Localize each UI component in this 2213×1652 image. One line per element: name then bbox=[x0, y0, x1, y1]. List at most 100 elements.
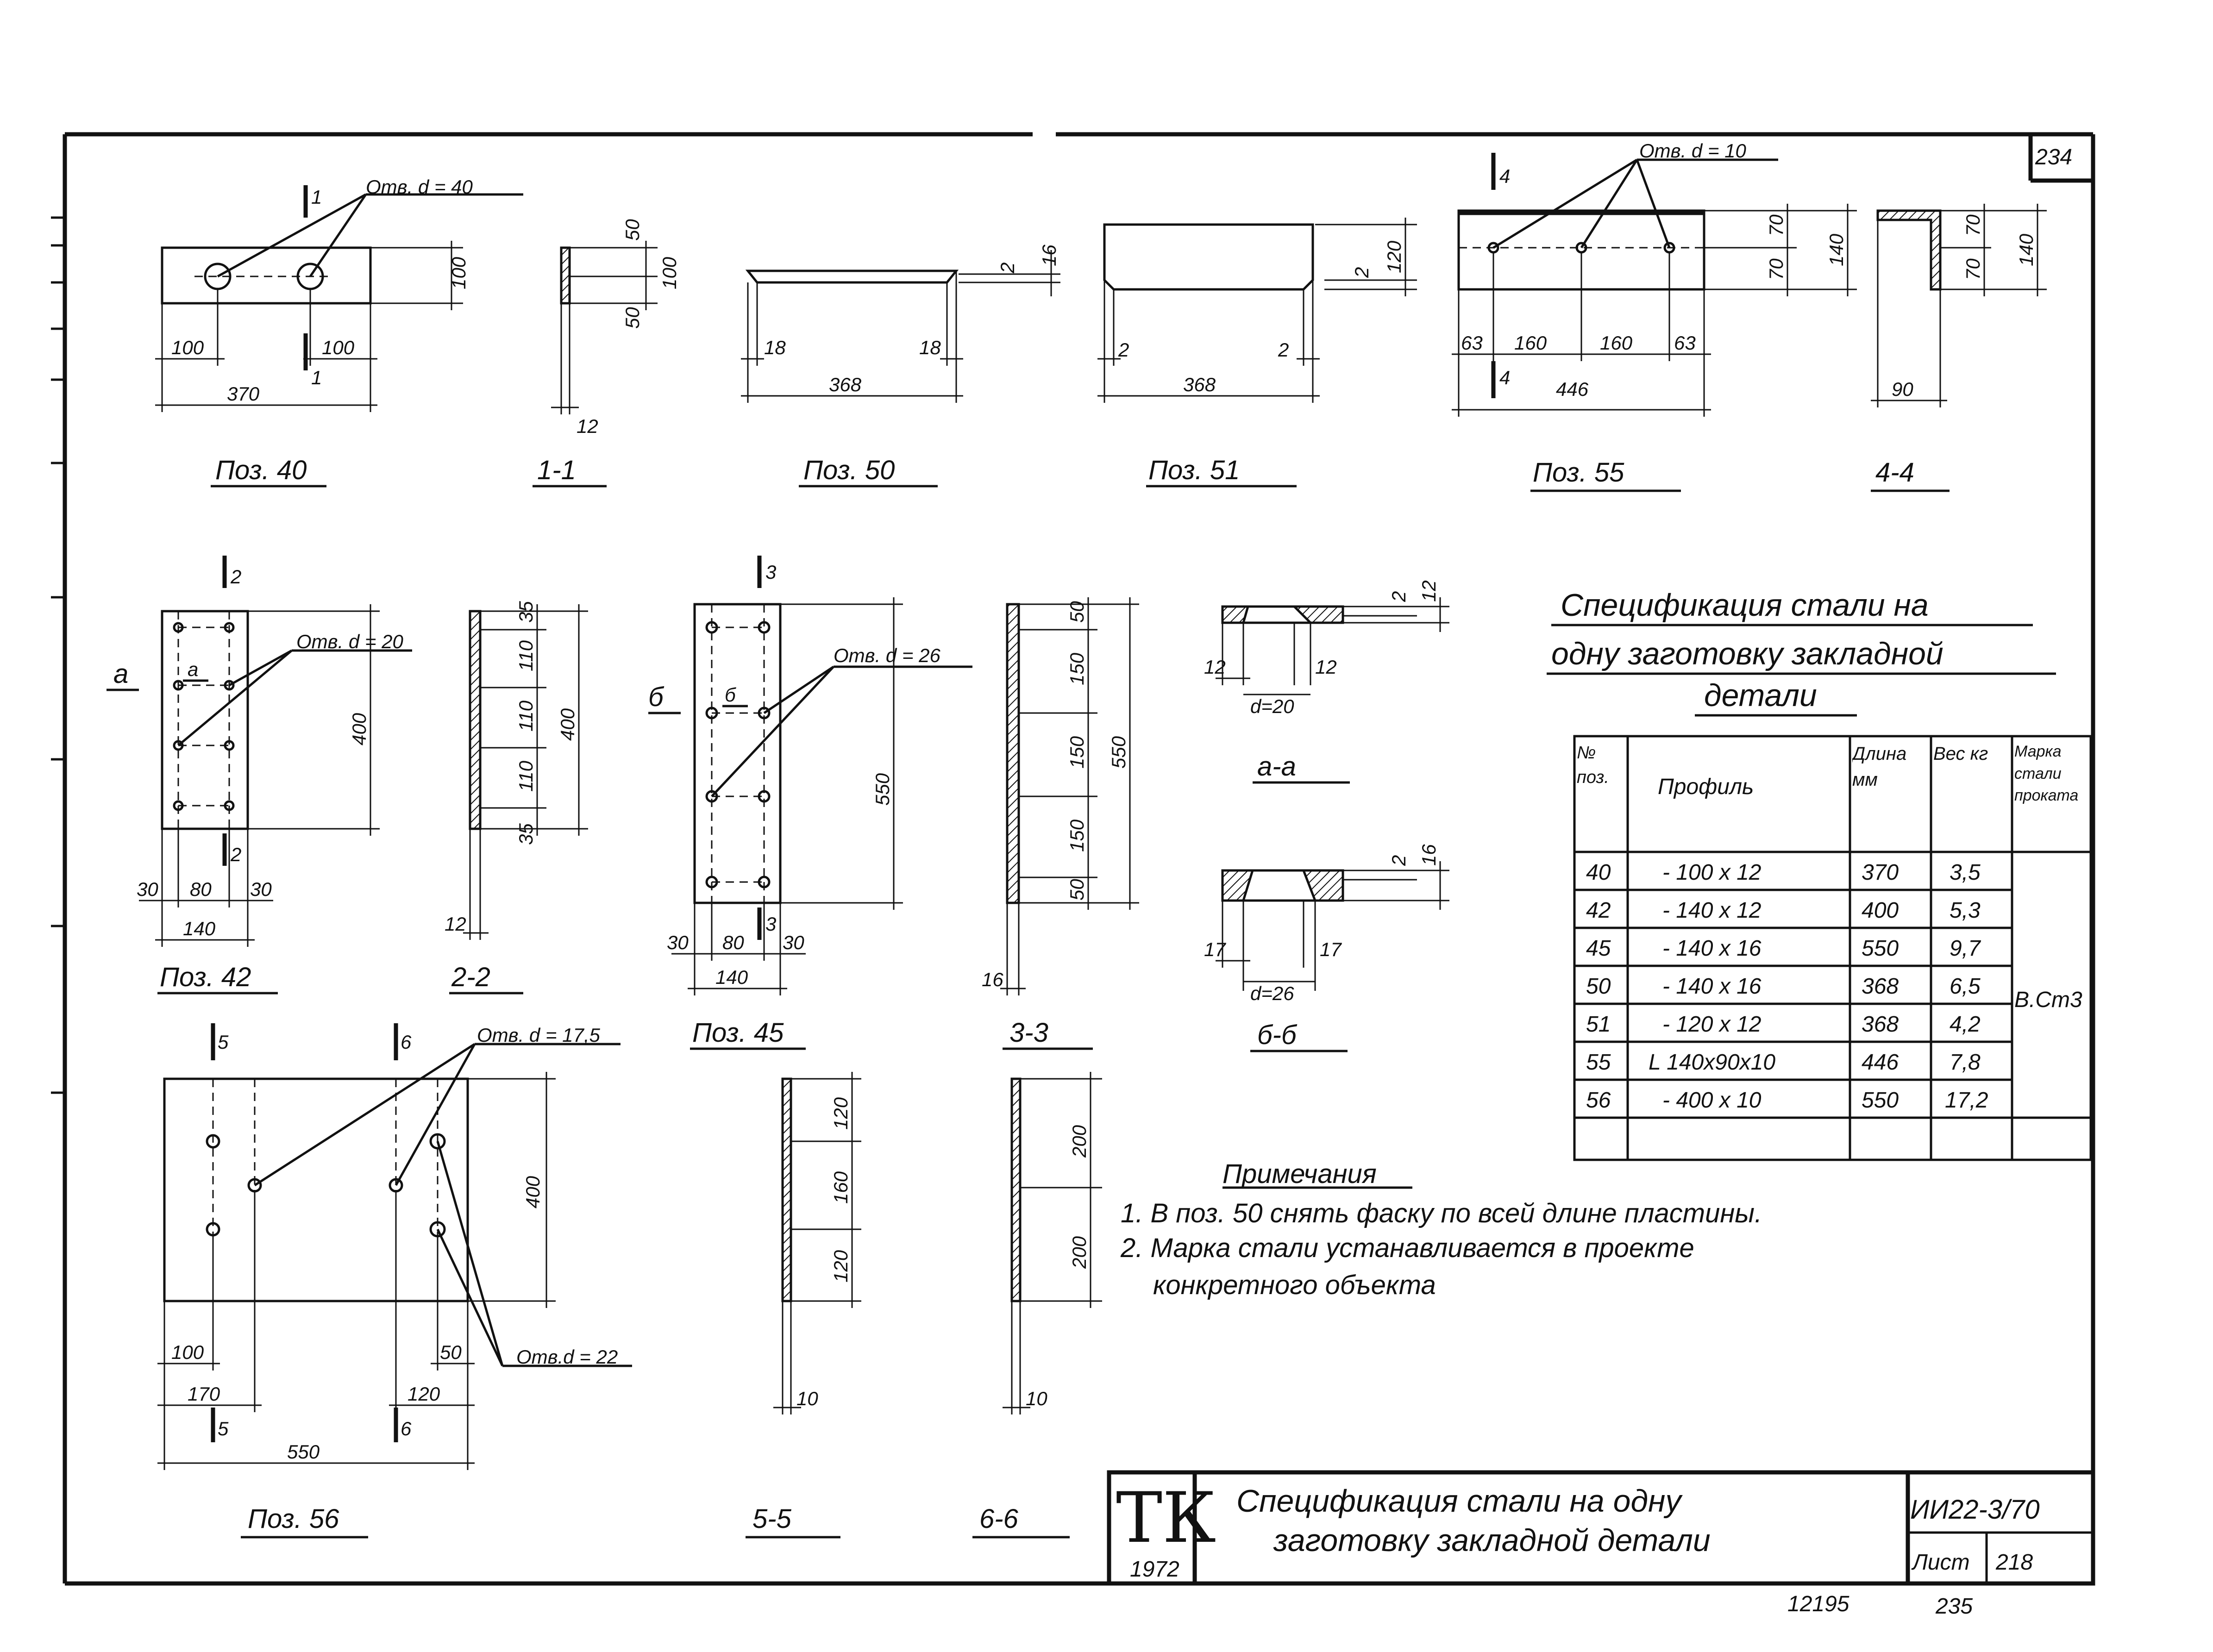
dim-label: 80 bbox=[190, 878, 212, 900]
notes-title: Примечания bbox=[1222, 1159, 1377, 1189]
dim-label: 2 bbox=[1118, 339, 1129, 361]
spec-header-grade: Марка стали проката bbox=[2014, 743, 2078, 804]
dim-label: 160 bbox=[830, 1171, 852, 1204]
spec-header-length: Длина мм bbox=[1852, 744, 1906, 790]
dim-label: 12 bbox=[577, 415, 598, 437]
dim-label: 140 bbox=[183, 918, 216, 939]
spec-cell: 368 bbox=[1862, 974, 1899, 999]
dim-label: 140 bbox=[1825, 233, 1847, 266]
spec-cell: - 140 x 16 bbox=[1662, 974, 1762, 999]
dim-label: 30 bbox=[137, 878, 158, 900]
dim-label: 150 bbox=[1066, 736, 1088, 769]
section-mark: 4 bbox=[1499, 165, 1510, 187]
caption-4-4: 4-4 bbox=[1875, 457, 1914, 488]
spec-header-pos: № поз. bbox=[1577, 743, 1609, 787]
section-mark: 1 bbox=[311, 186, 322, 208]
spec-row: 40 - 100 x 12 370 3,5 bbox=[1586, 860, 1981, 885]
spec-cell: 400 bbox=[1862, 898, 1899, 923]
section-mark: 5 bbox=[218, 1031, 229, 1053]
dim-label: 120 bbox=[1383, 240, 1405, 273]
hole-label-45: Отв. d = 26 bbox=[834, 645, 940, 666]
detail-pos-55 bbox=[1452, 153, 1857, 492]
spec-title-line: детали bbox=[1704, 678, 1817, 713]
dim-label: 18 bbox=[764, 337, 786, 358]
dim-label: 10 bbox=[1026, 1388, 1047, 1409]
dim-label: 110 bbox=[515, 640, 537, 671]
dim-label: 16 bbox=[1418, 844, 1440, 866]
title-block-sheet-value: 218 bbox=[1995, 1550, 2033, 1575]
dim-label: 2 bbox=[1278, 339, 1289, 361]
spec-cell: 550 bbox=[1862, 936, 1899, 961]
section-5-5 bbox=[746, 1072, 861, 1539]
section-b-b bbox=[1216, 861, 1449, 1052]
sheet-frame bbox=[51, 132, 2095, 1586]
notes-line: 1. В поз. 50 снять фаску по всей длине п… bbox=[1121, 1198, 1762, 1228]
cut-mark: а bbox=[188, 658, 198, 680]
spec-cell: 550 bbox=[1862, 1088, 1899, 1113]
cut-mark: б bbox=[648, 682, 665, 712]
section-mark: 2 bbox=[230, 844, 241, 865]
title-block-line: заготовку закладной детали bbox=[1273, 1523, 1711, 1558]
hole-label-42: Отв. d = 20 bbox=[296, 631, 403, 652]
caption-pos-50: Поз. 50 bbox=[803, 455, 895, 485]
dim-label: 12 bbox=[1418, 580, 1440, 602]
dim-label: 70 bbox=[1765, 214, 1787, 236]
dim-label: 90 bbox=[1892, 378, 1913, 400]
spec-cell: 17,2 bbox=[1945, 1088, 1988, 1113]
dim-label: 200 bbox=[1068, 1236, 1090, 1269]
spec-cell: L 140x90x10 bbox=[1649, 1050, 1775, 1075]
title-block-year: 1972 bbox=[1130, 1557, 1179, 1582]
dim-label: 16 bbox=[982, 969, 1003, 990]
caption-a-a: а-а bbox=[1257, 751, 1296, 782]
dim-label: 110 bbox=[515, 760, 537, 792]
spec-cell: 3,5 bbox=[1950, 860, 1981, 885]
spec-cell: 7,8 bbox=[1950, 1050, 1981, 1075]
spec-cell: - 400 x 10 bbox=[1662, 1088, 1762, 1113]
dim-label: 35 bbox=[515, 601, 537, 623]
detail-pos-51 bbox=[1097, 218, 1417, 488]
spec-cell: 5,3 bbox=[1950, 898, 1981, 923]
dim-label: 17 bbox=[1320, 939, 1342, 960]
dim-label: 370 bbox=[227, 383, 260, 405]
section-6-6 bbox=[972, 1072, 1102, 1539]
dim-label: 50 bbox=[440, 1341, 462, 1363]
caption-pos-51: Поз. 51 bbox=[1148, 455, 1240, 485]
dim-label: 100 bbox=[322, 337, 355, 358]
dim-label: 120 bbox=[830, 1250, 852, 1283]
dim-label: 50 bbox=[621, 307, 643, 329]
spec-cell: 4,2 bbox=[1950, 1012, 1981, 1037]
dim-label: 120 bbox=[407, 1383, 440, 1405]
section-mark: 3 bbox=[765, 913, 776, 935]
dim-label: 80 bbox=[722, 932, 744, 953]
dim-label: 400 bbox=[348, 713, 370, 745]
dim-label: 70 bbox=[1765, 258, 1787, 280]
spec-row: 55 L 140x90x10 446 7,8 bbox=[1586, 1050, 1981, 1075]
section-mark: 5 bbox=[218, 1418, 229, 1439]
spec-cell: 50 bbox=[1586, 974, 1611, 999]
cut-mark: а bbox=[113, 659, 128, 689]
spec-table bbox=[1573, 735, 2092, 1161]
spec-title bbox=[1547, 624, 2056, 717]
dim-label: 50 bbox=[621, 219, 643, 241]
detail-pos-56 bbox=[157, 1023, 632, 1539]
spec-row: 42 - 140 x 12 400 5,3 bbox=[1586, 898, 1981, 923]
spec-title-line: одну заготовку закладной bbox=[1551, 636, 1943, 671]
dim-label: 446 bbox=[1556, 378, 1589, 400]
tk-logo: ТК bbox=[1116, 1478, 1216, 1558]
dim-label: 12 bbox=[445, 913, 466, 935]
spec-cell: - 140 x 16 bbox=[1662, 936, 1762, 961]
spec-cell: 40 bbox=[1586, 860, 1611, 885]
dim-label: 400 bbox=[557, 708, 578, 741]
dim-label: 30 bbox=[783, 932, 804, 953]
spec-cell: 42 bbox=[1586, 898, 1611, 923]
caption-2-2: 2-2 bbox=[451, 962, 490, 992]
spec-row: 45 - 140 x 16 550 9,7 bbox=[1586, 936, 1981, 961]
hole-label-56-top: Отв. d = 17,5 bbox=[477, 1024, 601, 1046]
section-3-3 bbox=[1000, 597, 1139, 1050]
title-block bbox=[1107, 1470, 2095, 1586]
section-mark: 6 bbox=[401, 1031, 412, 1053]
spec-title-line: Спецификация стали на bbox=[1561, 588, 1929, 623]
spec-header-profile: Профиль bbox=[1658, 775, 1754, 799]
caption-pos-45: Поз. 45 bbox=[692, 1018, 784, 1048]
